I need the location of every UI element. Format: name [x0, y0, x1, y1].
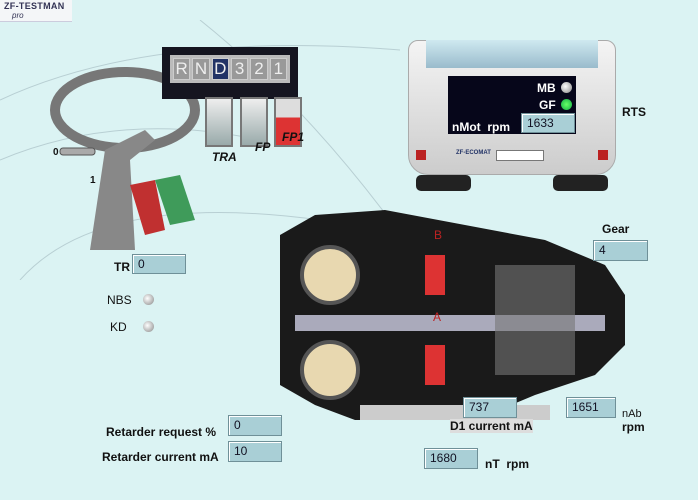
lever-position-0: 0 — [53, 147, 59, 158]
retarder-request-label: Retarder request % — [106, 425, 217, 439]
app-logo: ZF-TESTMAN pro — [0, 0, 72, 22]
transmission-diagram — [280, 210, 625, 420]
nt-label: nT rpm — [485, 457, 529, 471]
nmot-value: 1633 — [521, 113, 575, 133]
selector-2[interactable]: 2 — [250, 58, 268, 80]
gf-label: GF — [539, 98, 556, 112]
fp1-switch[interactable] — [274, 97, 302, 147]
tr-label: TR — [114, 260, 130, 274]
selector-3[interactable]: 3 — [230, 58, 249, 80]
lever-position-1: 1 — [90, 175, 96, 186]
kd-indicator — [143, 321, 154, 332]
selector-n[interactable]: N — [192, 58, 210, 80]
d1-current-value: 737 — [463, 397, 517, 418]
mb-indicator — [561, 82, 572, 93]
fp-switch[interactable] — [240, 97, 268, 147]
tr-value: 0 — [132, 254, 186, 274]
logo-title: ZF-TESTMAN — [4, 1, 65, 11]
nbs-label: NBS — [107, 293, 132, 307]
nbs-indicator — [143, 294, 154, 305]
retarder-current-value: 10 — [228, 441, 282, 462]
steering-wheel-icon — [50, 67, 200, 250]
tra-switch[interactable] — [205, 97, 233, 147]
marker-b: B — [434, 228, 443, 242]
retarder-request-value: 0 — [228, 415, 282, 436]
gear-label: Gear — [602, 222, 630, 236]
selector-d[interactable]: D — [211, 58, 229, 80]
bus-brand: ZF-ECOMAT — [456, 150, 491, 156]
tra-label: TRA — [212, 150, 237, 164]
fp-label: FP — [255, 140, 271, 154]
rts-label: RTS — [622, 105, 646, 119]
bus-rear: ZF-ECOMAT — [408, 40, 616, 192]
gf-indicator — [561, 99, 572, 110]
gear-selector[interactable]: R N D 3 2 1 — [162, 47, 298, 99]
d1-current-label: D1 current mA — [450, 419, 533, 433]
nmot-label: nMot rpm — [452, 120, 510, 134]
logo-sub: pro — [12, 11, 24, 20]
nab-unit: rpm — [622, 420, 645, 434]
nab-value: 1651 — [566, 397, 616, 418]
mb-label: MB — [537, 81, 556, 95]
kd-label: KD — [110, 320, 127, 334]
fp1-label: FP1 — [282, 130, 305, 144]
selector-1[interactable]: 1 — [269, 58, 287, 80]
nab-label: nAb — [622, 408, 642, 420]
retarder-current-label: Retarder current mA — [102, 450, 219, 464]
gear-value: 4 — [593, 240, 648, 261]
nt-value: 1680 — [424, 448, 478, 469]
marker-a: A — [433, 310, 442, 324]
selector-r[interactable]: R — [173, 58, 191, 80]
